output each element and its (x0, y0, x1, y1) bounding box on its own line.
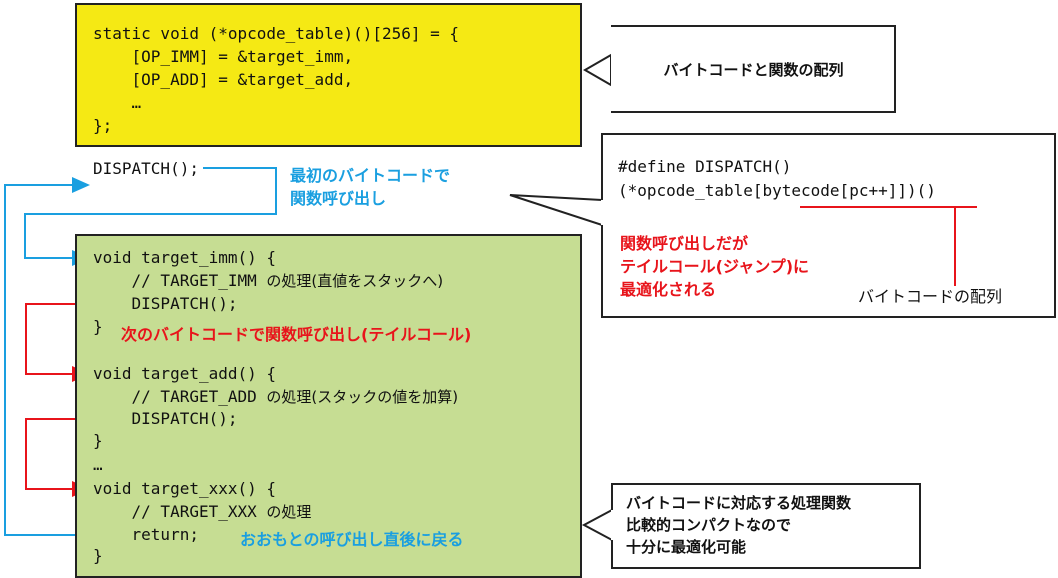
first-call-note: 最初のバイトコードで関数呼び出し (290, 164, 450, 210)
ellipsis: … (93, 455, 103, 474)
code-line: (*opcode_table[bytecode[pc++]])() (618, 181, 936, 200)
comment-code: // TARGET_IMM (93, 271, 257, 290)
code-comment: // TARGET_ADD の処理(スタックの値を加算) (93, 387, 459, 407)
note-line: 比較的コンパクトなので (626, 516, 792, 534)
code-line: [OP_ADD] = &target_add, (93, 70, 354, 89)
first-dispatch-arrow-line (24, 167, 277, 259)
note-line: 関数呼び出し (290, 189, 387, 208)
functions-callout-text: バイトコードに対応する処理関数比較的コンパクトなので十分に最適化可能 (626, 492, 851, 558)
tail-call-note: 次のバイトコードで関数呼び出し(テイルコール) (121, 325, 472, 344)
comment-text: の処理 (266, 503, 312, 521)
code-line: #define DISPATCH() (618, 157, 792, 176)
comment-code: // TARGET_ADD (93, 387, 257, 406)
macro-callout (601, 133, 1056, 318)
function-signature: void target_xxx() { (93, 479, 277, 498)
opcode-table-code: static void (*opcode_table)()[256] = { [… (93, 22, 459, 137)
dispatch-macro-code: #define DISPATCH() (*opcode_table[bytecod… (618, 155, 936, 203)
code-comment: // TARGET_IMM の処理(直値をスタックへ) (93, 271, 444, 291)
table-callout-text: バイトコードと関数の配列 (663, 61, 844, 79)
closing-brace: } (93, 317, 103, 336)
return-arrow-line (4, 184, 130, 536)
callout-pointer (581, 508, 613, 542)
code-comment: // TARGET_XXX の処理 (93, 502, 312, 522)
function-signature: void target_imm() { (93, 248, 277, 267)
array-leader-line (954, 206, 956, 286)
callout-pointer (582, 53, 612, 87)
callout-pointer (509, 194, 603, 227)
callout-border (611, 483, 613, 510)
note-line: 十分に最適化可能 (626, 538, 747, 556)
code-line: … (93, 93, 142, 112)
callout-border (611, 540, 613, 569)
return-note: おおもとの呼び出し直後に戻る (240, 530, 464, 549)
comment-text: の処理(直値をスタックへ) (266, 272, 444, 290)
initial-dispatch-call: DISPATCH(); (93, 159, 199, 178)
table-callout (611, 25, 896, 113)
closing-brace: } (93, 431, 103, 450)
return-statement: return; (93, 525, 199, 544)
code-line: }; (93, 116, 113, 135)
comment-text: の処理(スタックの値を加算) (266, 388, 459, 406)
code-line: static void (*opcode_table)()[256] = { (93, 24, 460, 43)
arrow-head (72, 177, 90, 193)
array-underline (800, 206, 977, 208)
code-line: [OP_IMM] = &target_imm, (93, 47, 354, 66)
opcode-table-box (75, 3, 582, 147)
bytecode-array-label: バイトコードの配列 (858, 287, 1003, 306)
closing-brace: } (93, 546, 103, 565)
callout-border (601, 133, 603, 200)
comment-code: // TARGET_XXX (93, 502, 257, 521)
note-line: 最適化される (620, 280, 717, 299)
dispatch-call: DISPATCH(); (93, 409, 238, 428)
note-line: バイトコードに対応する処理関数 (626, 494, 852, 512)
functions-callout (611, 483, 921, 569)
note-line: 関数呼び出しだが (620, 234, 749, 253)
callout-border (601, 225, 603, 318)
tail-call-optimization-note: 関数呼び出しだがテイルコール(ジャンプ)に最適化される (620, 232, 809, 301)
dispatch-call: DISPATCH(); (93, 294, 238, 313)
note-line: テイルコール(ジャンプ)に (620, 257, 810, 276)
note-line: 最初のバイトコードで (290, 166, 451, 185)
function-signature: void target_add() { (93, 364, 277, 383)
target-functions-box (75, 234, 582, 578)
